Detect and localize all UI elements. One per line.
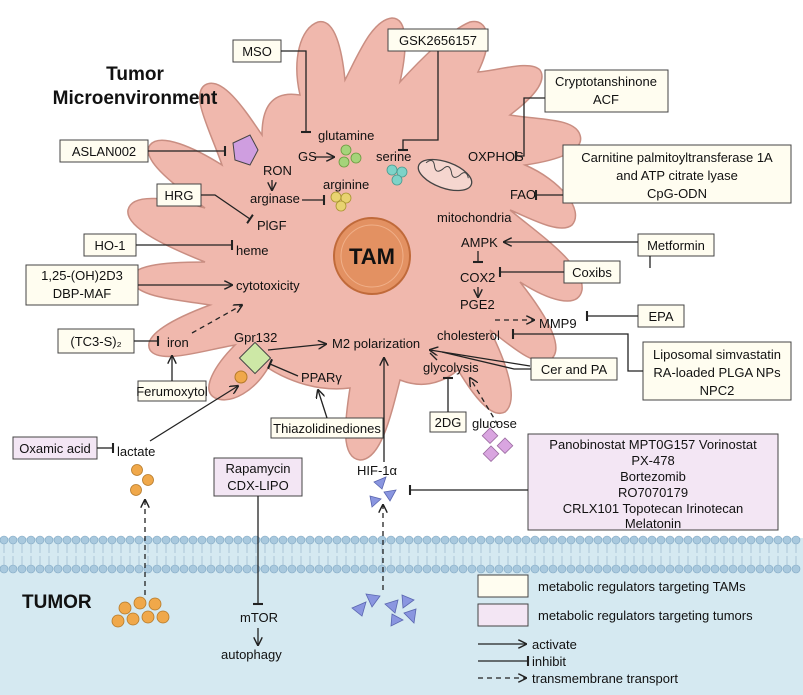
connectors bbox=[97, 50, 651, 645]
mitochondria-label: mitochondria bbox=[437, 210, 512, 225]
cerpa-label: Cer and PA bbox=[541, 362, 608, 377]
ron-label: RON bbox=[263, 163, 292, 178]
gpr132-label: Gpr132 bbox=[234, 330, 277, 345]
gpr132-ligand-icon bbox=[234, 370, 248, 384]
legend-tumors-label: metabolic regulators targeting tumors bbox=[538, 608, 753, 623]
cholesterol-label: cholesterol bbox=[437, 328, 500, 343]
tc3s-box bbox=[57, 328, 135, 354]
crypto-label-1: Cryptotanshinone bbox=[555, 74, 657, 89]
serine-dots-icon bbox=[386, 164, 408, 186]
ho1-label: HO-1 bbox=[94, 238, 125, 253]
oxphos-label: OXPHOS bbox=[468, 149, 524, 164]
panobinostat-box bbox=[527, 433, 779, 531]
pano-label-5: CRLX101 Topotecan Irinotecan bbox=[563, 501, 743, 516]
cytotoxicity-label: cytotoxicity bbox=[236, 278, 300, 293]
legend-swatch-tumors bbox=[477, 603, 529, 627]
epa-label: EPA bbox=[648, 309, 673, 324]
arginine-dots-icon bbox=[330, 191, 352, 212]
glutamine-label: glutamine bbox=[318, 128, 374, 143]
gs-label: GS bbox=[298, 149, 317, 164]
tumor-lactate-cluster-icon bbox=[111, 596, 170, 628]
vitd-box bbox=[25, 264, 139, 306]
cox2-label: COX2 bbox=[460, 270, 495, 285]
plgf-label: PlGF bbox=[257, 218, 287, 233]
ferumoxytol-label: Ferumoxytol bbox=[136, 384, 208, 399]
heme-label: heme bbox=[236, 243, 269, 258]
mmp9-label: MMP9 bbox=[539, 316, 577, 331]
title-line1: Tumor bbox=[106, 64, 164, 85]
ppar-label: PPARγ bbox=[301, 370, 342, 385]
rapamycin-box bbox=[213, 457, 303, 497]
mtor-label: mTOR bbox=[240, 610, 278, 625]
pano-label-6: Melatonin bbox=[625, 516, 681, 531]
title-line2: Microenvironment bbox=[53, 88, 218, 109]
metformin-box bbox=[637, 233, 715, 257]
tam-nucleus-ring bbox=[340, 224, 404, 288]
hrg-label: HRG bbox=[165, 188, 194, 203]
simvastatin-box bbox=[642, 341, 792, 401]
rapamycin-label-1: Rapamycin bbox=[225, 461, 290, 476]
glucose-label: glucose bbox=[472, 416, 517, 431]
vitd-label-2: DBP-MAF bbox=[53, 286, 112, 301]
tam-label: TAM bbox=[349, 244, 395, 269]
tc3s-label: (TC3-S)₂ bbox=[70, 334, 121, 349]
lactate-dots-icon bbox=[130, 464, 154, 496]
hif-label: HIF-1α bbox=[357, 463, 398, 478]
lactate-label: lactate bbox=[117, 444, 155, 459]
mso-label: MSO bbox=[242, 44, 272, 59]
oxamic-label: Oxamic acid bbox=[19, 441, 91, 456]
carnitine-label-2: and ATP citrate lyase bbox=[616, 168, 738, 183]
coxibs-label: Coxibs bbox=[572, 265, 612, 280]
glutamine-dots-icon bbox=[338, 144, 362, 168]
hif-triangles-icon bbox=[369, 476, 397, 508]
simvastatin-label-1: Liposomal simvastatin bbox=[653, 347, 781, 362]
legend-inhibit-label: inhibit bbox=[532, 654, 566, 669]
gpr132-receptor-icon bbox=[238, 341, 272, 375]
glycolysis-label: glycolysis bbox=[423, 360, 479, 375]
legend-activate-label: activate bbox=[532, 637, 577, 652]
carnitine-label-3: CpG-ODN bbox=[647, 186, 707, 201]
serine-label: serine bbox=[376, 149, 411, 164]
ron-receptor-icon bbox=[232, 134, 259, 166]
tumor-hif-cluster-icon bbox=[351, 593, 417, 627]
tzd-label: Thiazolidinediones bbox=[273, 421, 381, 436]
legend-tams-label: metabolic regulators targeting TAMs bbox=[538, 579, 746, 594]
simvastatin-label-3: NPC2 bbox=[700, 383, 735, 398]
vitd-label-1: 1,25-(OH)2D3 bbox=[41, 268, 123, 283]
pano-label-4: RO7070179 bbox=[618, 485, 688, 500]
pano-label-2: PX-478 bbox=[631, 453, 674, 468]
crypto-label-2: ACF bbox=[593, 92, 619, 107]
pge2-label: PGE2 bbox=[460, 297, 495, 312]
2dg-label: 2DG bbox=[435, 415, 462, 430]
pano-label-3: Bortezomib bbox=[620, 469, 686, 484]
iron-label: iron bbox=[167, 335, 189, 350]
gsk-label: GSK2656157 bbox=[399, 33, 477, 48]
simvastatin-label-2: RA-loaded PLGA NPs bbox=[653, 365, 781, 380]
legend-transport-label: transmembrane transport bbox=[532, 671, 678, 686]
metformin-label: Metformin bbox=[647, 238, 705, 253]
m2-polarization-label: M2 polarization bbox=[332, 336, 420, 351]
glucose-shapes-icon bbox=[481, 427, 514, 463]
carnitine-box bbox=[562, 144, 792, 204]
tam-nucleus bbox=[333, 217, 411, 295]
aslan-label: ASLAN002 bbox=[72, 144, 136, 159]
arginase-label: arginase bbox=[250, 191, 300, 206]
cell-membrane bbox=[0, 535, 801, 574]
ampk-label: AMPK bbox=[461, 235, 498, 250]
fao-label: FAO bbox=[510, 187, 536, 202]
crypto-box bbox=[544, 69, 669, 113]
rapamycin-label-2: CDX-LIPO bbox=[227, 478, 288, 493]
pano-label-1: Panobinostat MPT0G157 Vorinostat bbox=[549, 437, 757, 452]
carnitine-label-1: Carnitine palmitoyltransferase 1A bbox=[581, 150, 773, 165]
arginine-label: arginine bbox=[323, 177, 369, 192]
mitochondria-icon bbox=[417, 158, 473, 192]
autophagy-label: autophagy bbox=[221, 647, 282, 662]
tumor-label: TUMOR bbox=[22, 592, 92, 613]
legend-swatch-tams bbox=[477, 574, 529, 598]
